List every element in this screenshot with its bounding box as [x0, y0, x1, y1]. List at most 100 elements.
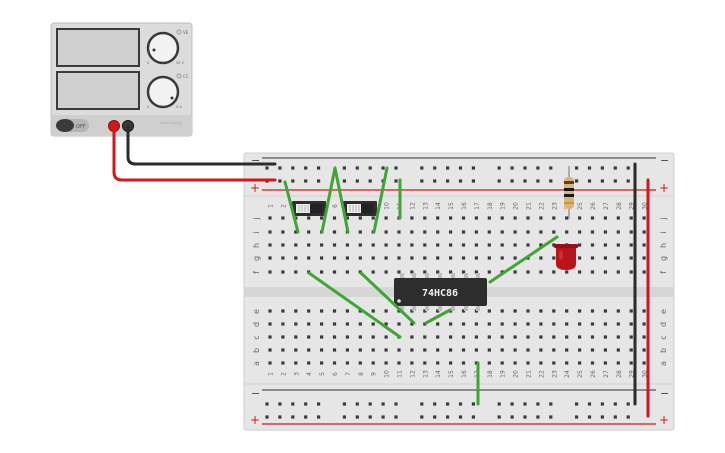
breadboard-hole[interactable]: [394, 402, 398, 406]
breadboard-hole[interactable]: [513, 309, 517, 313]
breadboard-hole[interactable]: [500, 309, 504, 313]
breadboard-hole[interactable]: [410, 361, 414, 365]
breadboard-hole[interactable]: [552, 361, 556, 365]
breadboard-hole[interactable]: [371, 361, 375, 365]
breadboard-hole[interactable]: [603, 230, 607, 234]
breadboard-hole[interactable]: [565, 309, 569, 313]
breadboard-hole[interactable]: [613, 166, 617, 170]
breadboard-hole[interactable]: [549, 402, 553, 406]
breadboard-hole[interactable]: [358, 216, 362, 220]
breadboard-hole[interactable]: [345, 256, 349, 260]
breadboard-hole[interactable]: [307, 309, 311, 313]
breadboard-hole[interactable]: [268, 256, 272, 260]
breadboard-hole[interactable]: [549, 166, 553, 170]
breadboard-hole[interactable]: [384, 230, 388, 234]
breadboard-hole[interactable]: [590, 216, 595, 220]
breadboard-hole[interactable]: [294, 348, 298, 352]
breadboard-hole[interactable]: [629, 216, 633, 220]
breadboard-hole[interactable]: [420, 415, 424, 419]
breadboard-hole[interactable]: [603, 361, 607, 365]
breadboard-hole[interactable]: [549, 179, 553, 183]
breadboard-hole[interactable]: [526, 216, 530, 220]
breadboard-hole[interactable]: [471, 402, 475, 406]
breadboard-hole[interactable]: [268, 309, 272, 313]
breadboard-hole[interactable]: [458, 402, 463, 406]
breadboard-hole[interactable]: [384, 256, 388, 260]
breadboard-hole[interactable]: [307, 322, 311, 326]
breadboard-hole[interactable]: [458, 166, 463, 170]
breadboard-hole[interactable]: [342, 415, 346, 419]
breadboard-hole[interactable]: [642, 348, 646, 352]
breadboard-hole[interactable]: [332, 361, 337, 365]
green-wire-8[interactable]: [424, 308, 452, 325]
breadboard-hole[interactable]: [320, 243, 324, 247]
breadboard-hole[interactable]: [446, 415, 450, 419]
breadboard-hole[interactable]: [500, 243, 504, 247]
breadboard-hole[interactable]: [449, 230, 453, 234]
breadboard-hole[interactable]: [629, 309, 633, 313]
breadboard-hole[interactable]: [320, 361, 324, 365]
breadboard-hole[interactable]: [446, 179, 450, 183]
breadboard-hole[interactable]: [616, 322, 620, 326]
breadboard-hole[interactable]: [552, 335, 556, 339]
breadboard-hole[interactable]: [497, 179, 501, 183]
breadboard-hole[interactable]: [513, 256, 517, 260]
breadboard-hole[interactable]: [539, 256, 543, 260]
breadboard-hole[interactable]: [307, 256, 311, 260]
breadboard-hole[interactable]: [294, 335, 298, 339]
breadboard-hole[interactable]: [513, 270, 517, 274]
breadboard-hole[interactable]: [642, 243, 646, 247]
breadboard-hole[interactable]: [304, 166, 308, 170]
breadboard-hole[interactable]: [474, 270, 478, 274]
breadboard-hole[interactable]: [410, 256, 414, 260]
breadboard-hole[interactable]: [423, 230, 427, 234]
breadboard-hole[interactable]: [291, 402, 295, 406]
breadboard-hole[interactable]: [268, 243, 272, 247]
breadboard-hole[interactable]: [291, 166, 295, 170]
breadboard-hole[interactable]: [358, 348, 362, 352]
dip-switch-1[interactable]: [292, 201, 326, 216]
breadboard-hole[interactable]: [397, 243, 401, 247]
breadboard-hole[interactable]: [510, 166, 514, 170]
breadboard-hole[interactable]: [320, 348, 324, 352]
breadboard-hole[interactable]: [317, 179, 321, 183]
breadboard-hole[interactable]: [552, 243, 556, 247]
dip-switch-1-toggle[interactable]: [310, 204, 322, 213]
breadboard-hole[interactable]: [461, 230, 466, 234]
breadboard-hole[interactable]: [281, 230, 285, 234]
breadboard-hole[interactable]: [358, 243, 362, 247]
breadboard-hole[interactable]: [358, 309, 362, 313]
breadboard-hole[interactable]: [603, 335, 607, 339]
breadboard-hole[interactable]: [539, 243, 543, 247]
breadboard-hole[interactable]: [317, 166, 321, 170]
breadboard-hole[interactable]: [575, 179, 579, 183]
breadboard-hole[interactable]: [461, 216, 466, 220]
breadboard-hole[interactable]: [384, 348, 388, 352]
breadboard-hole[interactable]: [487, 256, 491, 260]
breadboard-hole[interactable]: [603, 243, 607, 247]
breadboard-hole[interactable]: [294, 243, 298, 247]
breadboard-hole[interactable]: [449, 322, 453, 326]
breadboard-hole[interactable]: [281, 216, 285, 220]
breadboard-hole[interactable]: [449, 335, 453, 339]
breadboard-hole[interactable]: [436, 243, 440, 247]
breadboard-hole[interactable]: [629, 335, 633, 339]
breadboard-hole[interactable]: [578, 230, 582, 234]
breadboard-hole[interactable]: [578, 335, 582, 339]
breadboard-hole[interactable]: [342, 179, 346, 183]
breadboard-hole[interactable]: [629, 348, 633, 352]
breadboard-hole[interactable]: [368, 179, 372, 183]
breadboard-hole[interactable]: [397, 309, 401, 313]
breadboard-hole[interactable]: [358, 256, 362, 260]
breadboard-hole[interactable]: [587, 166, 592, 170]
breadboard-hole[interactable]: [600, 415, 604, 419]
breadboard-hole[interactable]: [575, 166, 579, 170]
breadboard-hole[interactable]: [345, 335, 349, 339]
breadboard-hole[interactable]: [410, 322, 414, 326]
breadboard-hole[interactable]: [513, 348, 517, 352]
breadboard-hole[interactable]: [371, 322, 375, 326]
breadboard-hole[interactable]: [487, 270, 491, 274]
breadboard-hole[interactable]: [320, 216, 324, 220]
breadboard-hole[interactable]: [539, 335, 543, 339]
breadboard-hole[interactable]: [268, 361, 272, 365]
